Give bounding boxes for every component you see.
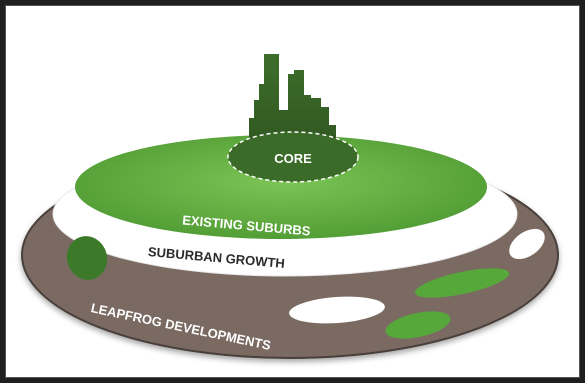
- leapfrog-patch-green-right: [414, 268, 510, 298]
- leapfrog-patch-white-center: [289, 296, 385, 324]
- existing-suburbs-area: [75, 135, 487, 239]
- leapfrog-patch-dark-left: [66, 236, 108, 280]
- core-area: [227, 131, 359, 183]
- leapfrog-patch-green-bottom: [385, 311, 451, 339]
- leapfrog-patch-white-right: [509, 228, 545, 260]
- core-label: CORE: [274, 151, 312, 166]
